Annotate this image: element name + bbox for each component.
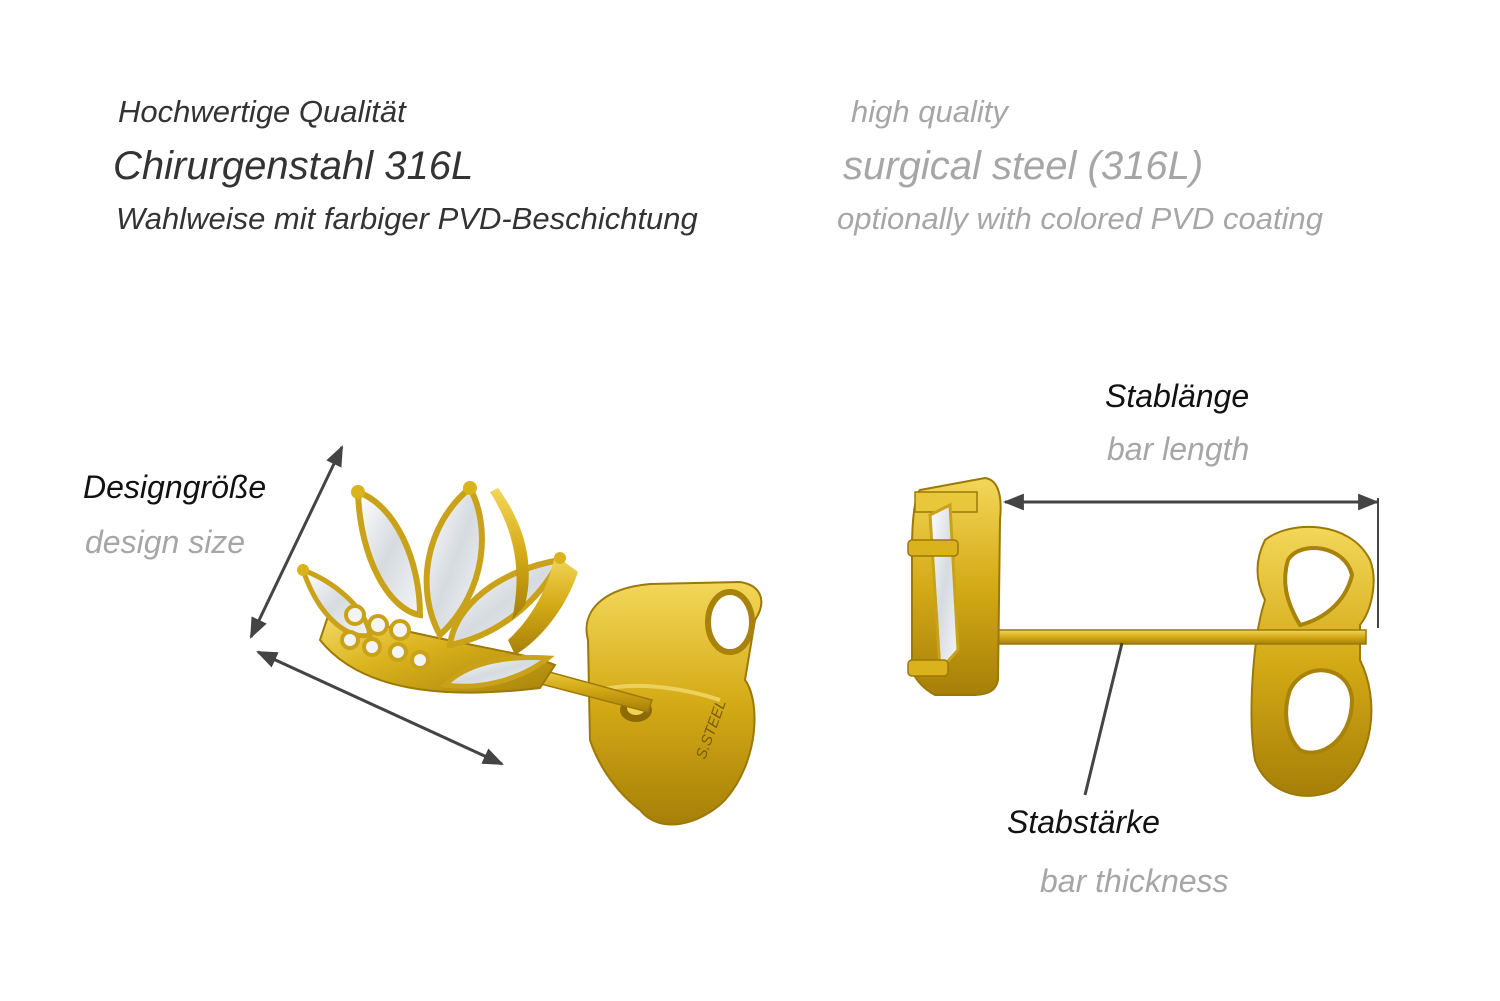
quality-de: Hochwertige Qualität (118, 94, 406, 129)
design-size-label-de: Designgröße (83, 469, 267, 505)
quality-en: high quality (851, 94, 1008, 129)
earring-side-view-icon (907, 476, 1380, 797)
lotus-earring-icon: S.STEEL (297, 481, 763, 826)
coating-de: Wahlweise mit farbiger PVD-Beschichtung (116, 201, 698, 236)
material-de: Chirurgenstahl 316L (113, 144, 474, 188)
bar-length-label-en: bar length (1107, 431, 1250, 467)
bar-length-label-de: Stablänge (1105, 378, 1250, 414)
bar-thickness-pointer (1083, 642, 1124, 796)
design-size-arrows (249, 445, 504, 766)
material-en: surgical steel (316L) (843, 144, 1204, 188)
butterfly-back-side-icon (1250, 525, 1375, 797)
design-size-label-en: design size (85, 524, 246, 560)
butterfly-back-icon: S.STEEL (585, 580, 763, 826)
bar-thickness-label-de: Stabstärke (1007, 804, 1160, 840)
bar-thickness-label-en: bar thickness (1040, 863, 1229, 899)
coating-en: optionally with colored PVD coating (837, 201, 1323, 236)
